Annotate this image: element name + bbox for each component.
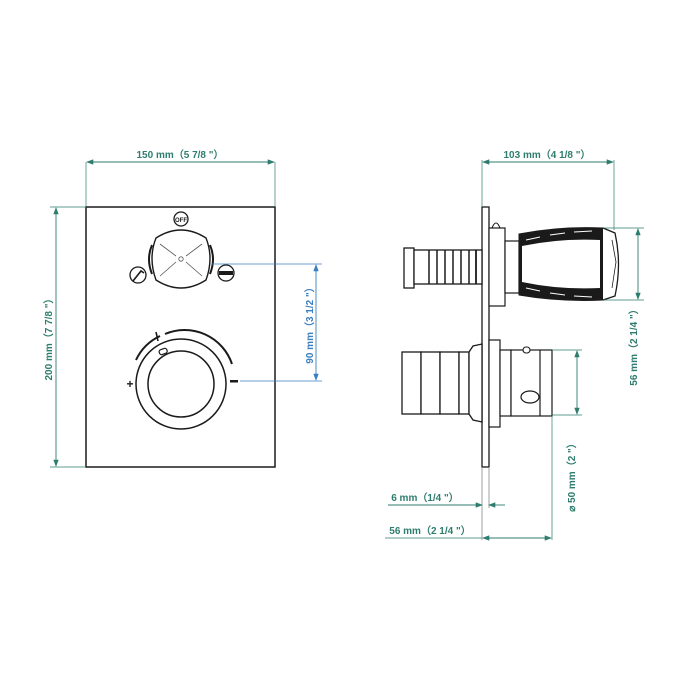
diameter-label: ⌀ 50 mm（2 "）: [565, 438, 578, 512]
knob-spacing-dimension: 90 mm（3 1/2 "）: [212, 263, 322, 382]
off-icon: [173, 211, 189, 227]
plus-icon: +: [126, 377, 133, 391]
side-depth-dimension: 103 mm（4 1/8 "）: [481, 148, 615, 230]
front-height-label: 200 mm（7 7/8 "）: [42, 293, 55, 380]
front-view: 150 mm（5 7/8 "） 200 mm（7 7/8 "） OFF: [42, 148, 322, 468]
side-plate: [481, 206, 490, 468]
thermostat-knob: +: [126, 329, 238, 430]
projection-dimension: 56 mm（2 1/4 "）: [385, 524, 552, 541]
handle-height-dimension: 56 mm（2 1/4 "）: [604, 227, 644, 386]
knob-spacing-label: 90 mm（3 1/2 "）: [303, 282, 316, 363]
plate-thickness-dimension: 6 mm（1/4 "）: [388, 467, 505, 540]
svg-text:OFF: OFF: [175, 218, 187, 224]
front-width-label: 150 mm（5 7/8 "）: [136, 148, 223, 161]
projection-label: 56 mm（2 1/4 "）: [389, 524, 470, 537]
diverter-knob: OFF: [129, 211, 235, 289]
side-view: 103 mm（4 1/8 "） 56 mm（2 1/4 "） ⌀ 50 mm（2…: [385, 148, 644, 541]
side-depth-label: 103 mm（4 1/8 "）: [503, 148, 590, 161]
minus-icon: [230, 380, 238, 383]
cover-plate: [85, 206, 276, 468]
handle-height-label: 56 mm（2 1/4 "）: [627, 304, 640, 385]
front-width-dimension: 150 mm（5 7/8 "）: [85, 148, 276, 207]
plate-thickness-label: 6 mm（1/4 "）: [391, 491, 459, 504]
front-height-dimension: 200 mm（7 7/8 "）: [42, 206, 86, 468]
diameter-dimension: ⌀ 50 mm（2 "）: [551, 349, 582, 540]
